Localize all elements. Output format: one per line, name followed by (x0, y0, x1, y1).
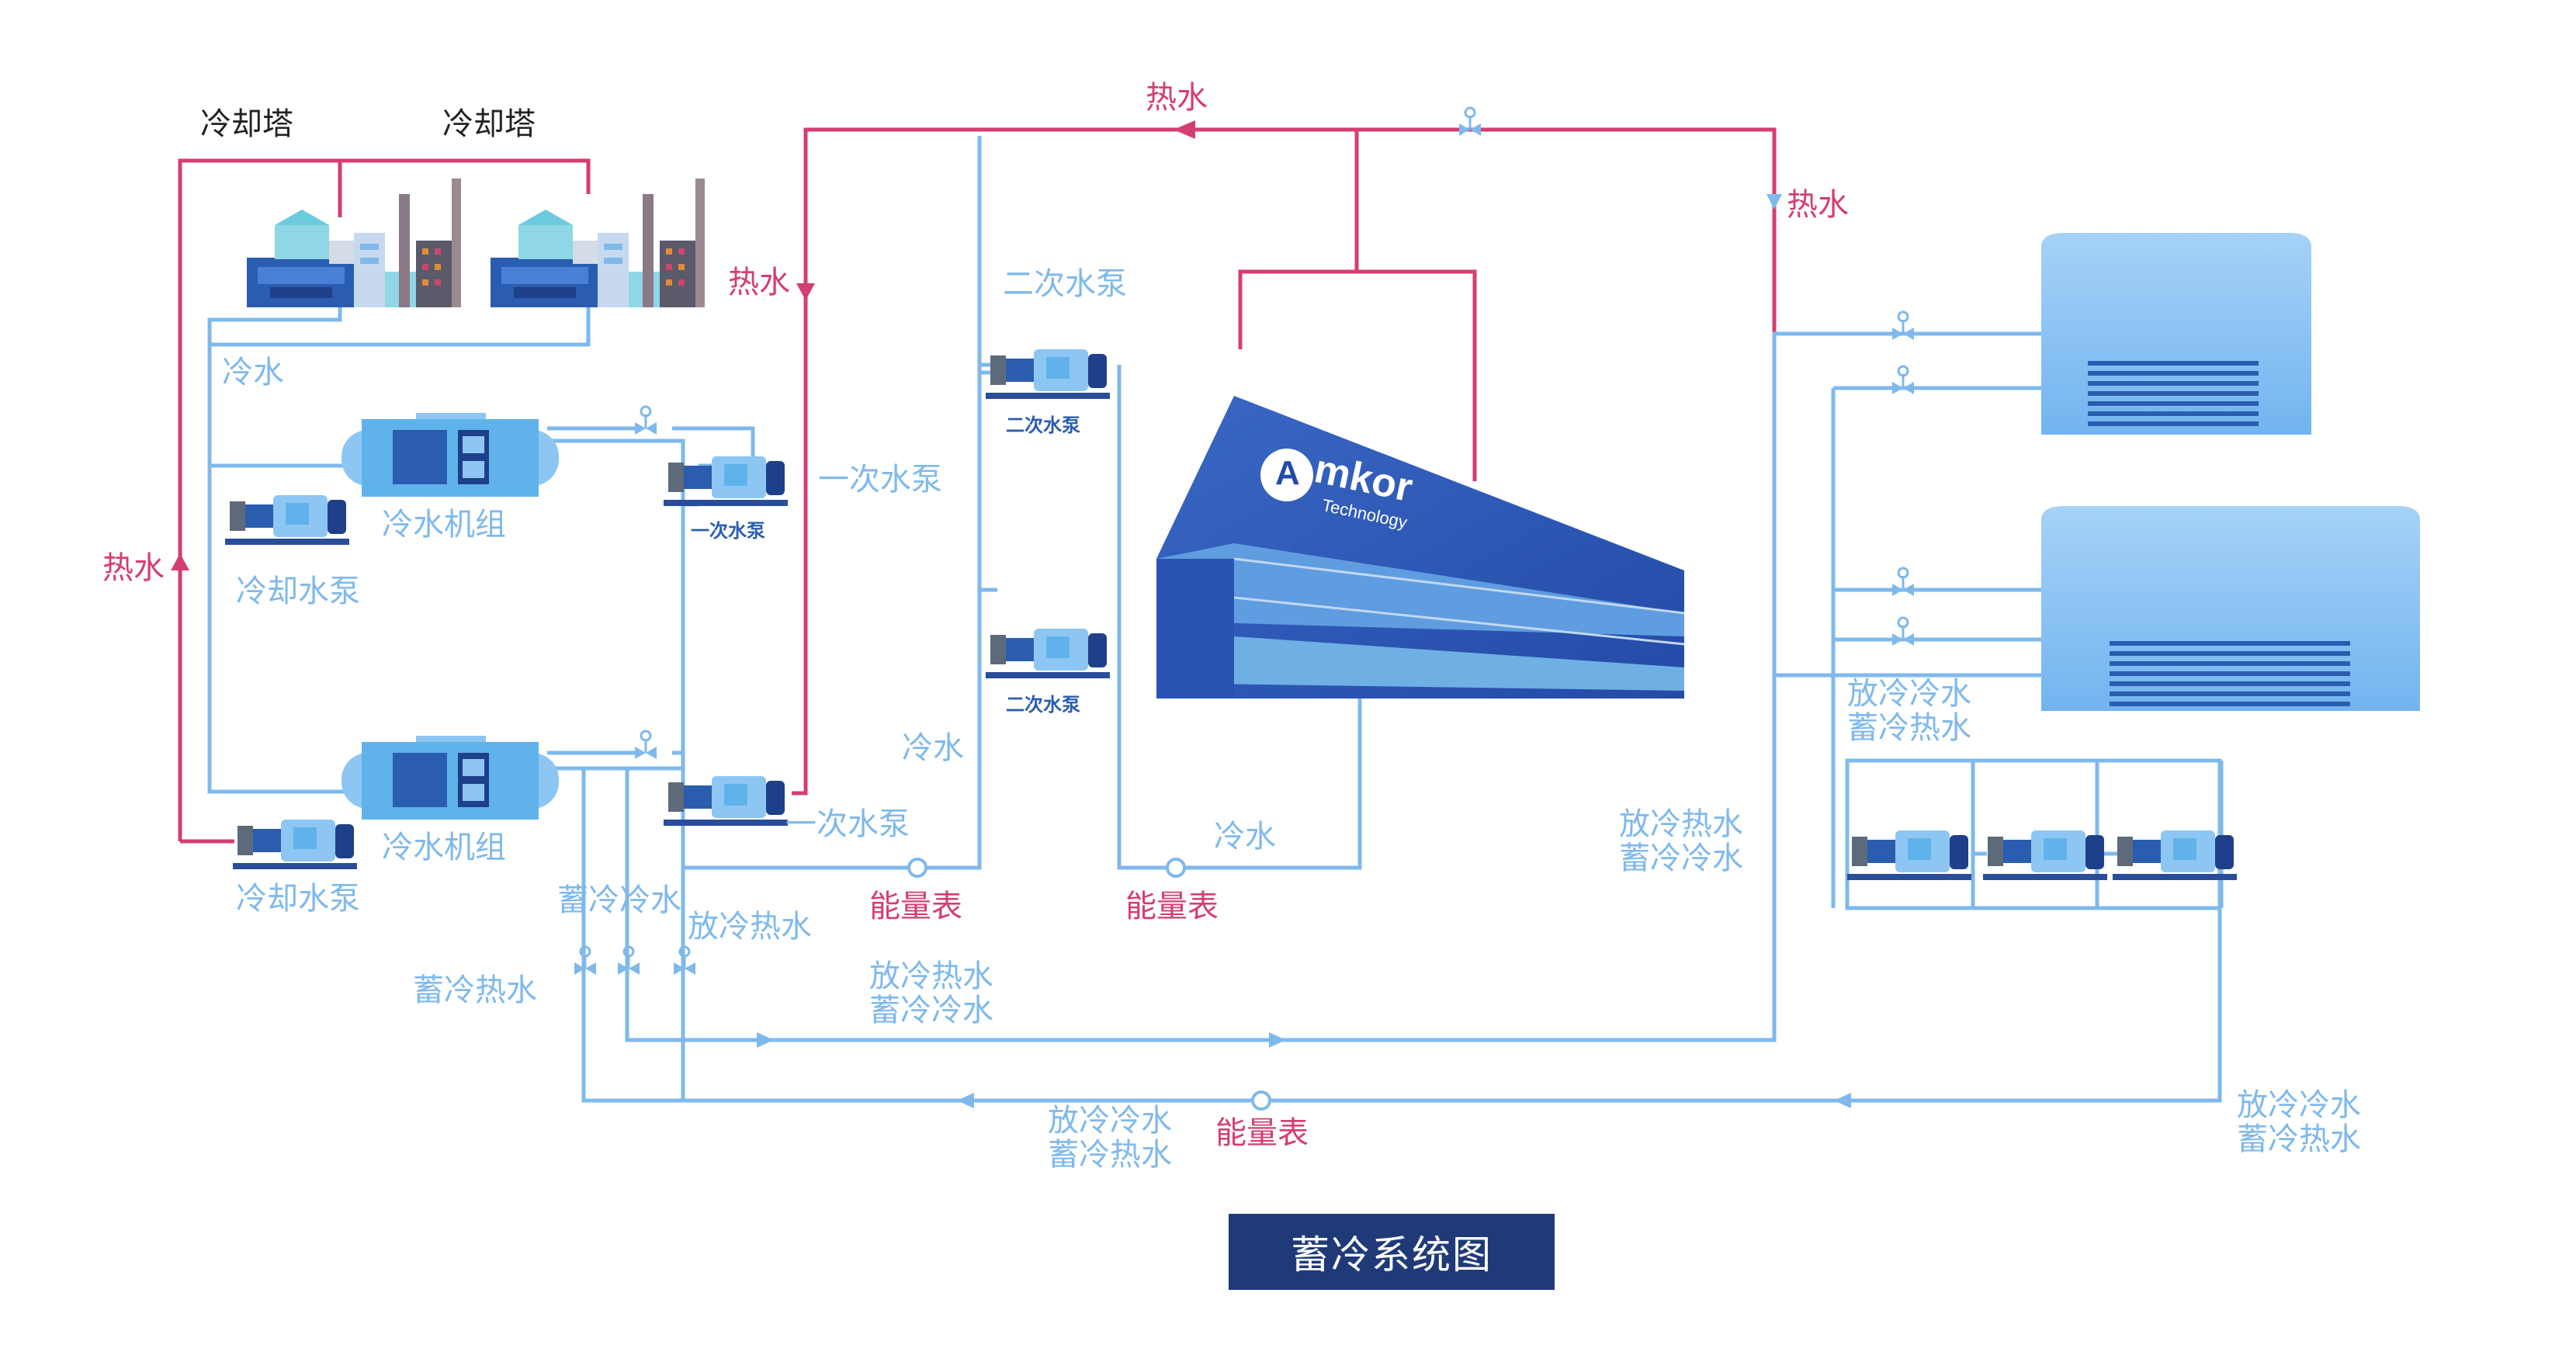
primary-pump-label-2: 一次水泵 (785, 806, 910, 842)
amkor-logo-icon (1260, 449, 1313, 501)
tank-outlet-label: 放冷冷水 蓄冷热水 (1847, 677, 1971, 745)
cooling-tower-1 (247, 179, 461, 307)
secondary-pump-tag-1: 二次水泵 (1006, 414, 1080, 436)
secondary-pump-label: 二次水泵 (1003, 266, 1127, 302)
energy-meter-label-2: 能量表 (1125, 889, 1219, 924)
diagram-title: 蓄冷系统图 (1291, 1232, 1493, 1277)
storage-tank-1 (2041, 233, 2311, 435)
energy-meter-label-3: 能量表 (1215, 1115, 1309, 1151)
cooling-tower-2 (491, 179, 705, 307)
storage-pump-2 (1983, 830, 2107, 880)
energy-meter-icons (907, 858, 1271, 1111)
mid-pipe-label-line-1: 放冷热水 (869, 958, 993, 994)
bottom-return-label-line-2: 蓄冷热水 (1048, 1137, 1172, 1173)
storage-tank-2 (2041, 506, 2420, 711)
energy-meter-label-1: 能量表 (869, 889, 962, 924)
secondary-pump-2 (986, 629, 1110, 678)
right-pipe-label-line-1: 放冷热水 (1619, 806, 1743, 842)
amkor-building (1156, 396, 1685, 698)
cooling-pump-label-2: 冷却水泵 (236, 881, 360, 917)
discharge-hot-water-label: 放冷热水 (688, 909, 812, 945)
storage-hot-water-label: 蓄冷热水 (413, 972, 537, 1008)
cold-water-arrows (757, 194, 1851, 1108)
mid-pipe-label: 放冷热水 蓄冷冷水 (869, 959, 993, 1028)
hot-water-label-right: 热水 (1787, 187, 1849, 223)
secondary-pump-1 (986, 349, 1110, 399)
cooling-tower-label-2: 冷却塔 (442, 106, 536, 142)
cold-water-label-return: 冷水 (1214, 819, 1276, 854)
primary-pump-label-1: 一次水泵 (818, 462, 942, 497)
secondary-pump-tag-2: 二次水泵 (1006, 694, 1080, 716)
mid-pipe-label-line-2: 蓄冷冷水 (869, 993, 993, 1028)
bottom-return-label: 放冷冷水 蓄冷热水 (1048, 1104, 1172, 1172)
tank-outlet-label-line-1: 放冷冷水 (1847, 676, 1971, 712)
hot-water-label-primary: 热水 (728, 265, 790, 300)
diagram-title-box: 蓄冷系统图 (1229, 1214, 1555, 1290)
hot-water-pipes (178, 127, 1777, 844)
right-bottom-label: 放冷冷水 蓄冷热水 (2237, 1088, 2361, 1156)
chiller-label-2: 冷水机组 (382, 830, 506, 865)
cold-water-label-tower: 冷水 (222, 355, 284, 390)
right-pipe-label-line-2: 蓄冷冷水 (1619, 841, 1743, 876)
chiller-unit-2 (342, 736, 559, 820)
amkor-logo-letter: A (1275, 454, 1300, 492)
right-pipe-label: 放冷热水 蓄冷冷水 (1619, 807, 1743, 875)
tank-outlet-label-line-2: 蓄冷热水 (1847, 710, 1971, 746)
cooling-pump-label-1: 冷却水泵 (236, 574, 360, 609)
bottom-return-label-line-1: 放冷冷水 (1048, 1103, 1172, 1139)
hot-water-label-left: 热水 (102, 550, 165, 586)
storage-cold-water-label: 蓄冷冷水 (557, 882, 681, 918)
hot-water-label-top: 热水 (1146, 80, 1208, 116)
cooling-tower-label-1: 冷却塔 (200, 106, 293, 142)
right-bottom-label-line-1: 放冷冷水 (2237, 1087, 2361, 1123)
storage-pump-1 (1847, 830, 1971, 880)
hot-water-arrows (171, 120, 1195, 570)
cold-water-label-mid: 冷水 (902, 730, 964, 766)
right-bottom-label-line-2: 蓄冷热水 (2237, 1121, 2361, 1157)
chiller-label-1: 冷水机组 (382, 507, 506, 543)
cooling-pump-2 (233, 820, 357, 869)
cooling-pump-1 (225, 495, 349, 545)
primary-pump-tag: 一次水泵 (691, 520, 765, 542)
chiller-unit-1 (342, 413, 559, 497)
